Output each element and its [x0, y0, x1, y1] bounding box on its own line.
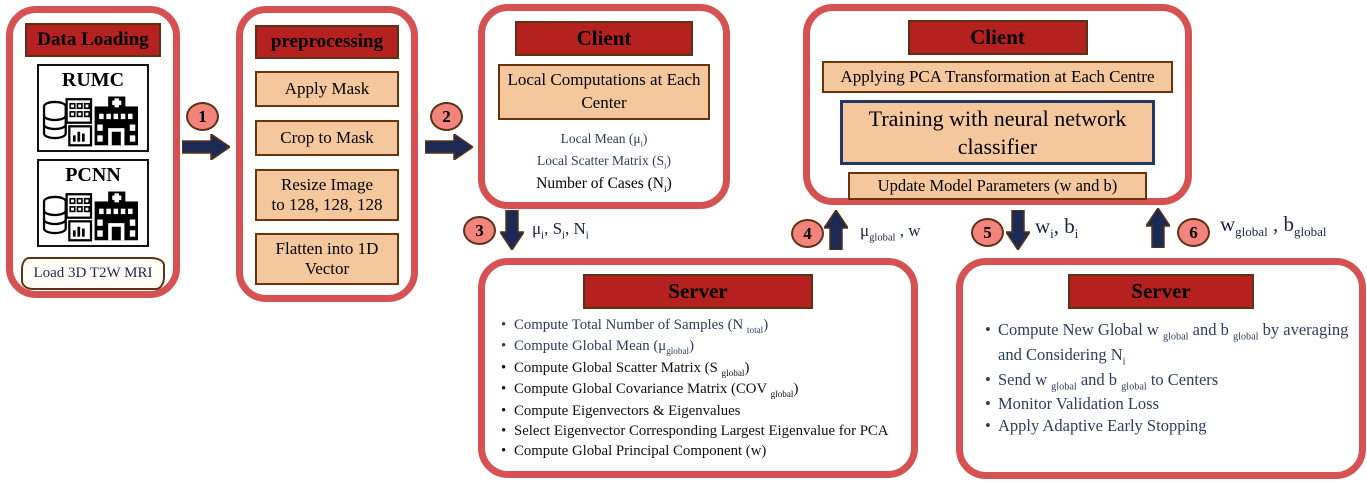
client-pca-block: Client Local Computations at Each Center… — [478, 4, 730, 209]
server-pca-bullet: Compute Global Principal Component (w) — [501, 441, 907, 461]
load-mri-note: Load 3D T2W MRI — [21, 257, 165, 290]
site-pcnn: PCNN — [37, 159, 149, 247]
server-pca-block: Server Compute Total Number of Samples (… — [478, 258, 918, 478]
connector-3-label: μi, Si, Ni — [532, 219, 589, 242]
step-resize-image: Resize Image to 128, 128, 128 — [255, 169, 399, 221]
connector-4-label: μglobal , w — [860, 221, 921, 244]
site-pcnn-label: PCNN — [65, 164, 121, 186]
server-pca-bullet: Compute Global Covariance Matrix (COV gl… — [501, 379, 907, 400]
data-loading-header: Data Loading — [25, 23, 161, 57]
training-neural-network-box: Training with neural network classifier — [840, 100, 1155, 165]
server-agg-bullet: Monitor Validation Loss — [985, 393, 1351, 415]
arrow-down-icon — [1006, 210, 1030, 250]
client-training-header: Client — [907, 20, 1088, 55]
hospital-database-icon — [39, 187, 147, 243]
preprocessing-block: preprocessing Apply Mask Crop to Mask Re… — [236, 6, 418, 302]
site-rumc-label: RUMC — [61, 69, 125, 91]
server-agg-header: Server — [1068, 274, 1254, 309]
step-4-badge: 4 — [791, 219, 824, 248]
step-6-badge: 6 — [1177, 218, 1210, 247]
server-pca-header: Server — [583, 274, 813, 309]
server-agg-bullet: Send w global and b global to Centers — [985, 369, 1351, 394]
connector-6-label: wglobal , bglobal — [1220, 212, 1327, 240]
update-parameters-box: Update Model Parameters (w and b) — [848, 172, 1147, 200]
server-pca-bullet: Compute Global Scatter Matrix (S global) — [501, 358, 907, 379]
arrow-right-icon — [425, 134, 473, 160]
preprocessing-header: preprocessing — [255, 25, 399, 59]
arrow-up-icon — [1146, 208, 1170, 248]
step-2-badge: 2 — [430, 102, 463, 131]
applying-pca-box: Applying PCA Transformation at Each Cent… — [822, 61, 1173, 93]
server-pca-bullet: Compute Global Mean (μglobal) — [501, 336, 907, 357]
arrow-up-icon — [824, 210, 848, 250]
local-scatter-line: Local Scatter Matrix (Si) — [537, 152, 671, 171]
step-3-badge: 3 — [463, 216, 496, 245]
client-pca-header: Client — [515, 21, 693, 56]
arrow-right-icon — [182, 134, 230, 160]
arrow-down-icon — [500, 210, 524, 250]
data-loading-block: Data Loading RUMC — [6, 6, 180, 298]
client-training-block: Client Applying PCA Transformation at Ea… — [803, 4, 1192, 205]
server-pca-bullet: Select Eigenvector Corresponding Largest… — [501, 421, 907, 441]
site-rumc: RUMC — [37, 64, 149, 152]
hospital-database-icon — [39, 92, 147, 148]
number-of-cases-line: Number of Cases (Ni) — [536, 174, 672, 195]
local-mean-line: Local Mean (μi) — [560, 130, 648, 149]
local-computations-box: Local Computations at Each Center — [498, 64, 710, 120]
step-1-badge: 1 — [186, 102, 219, 131]
server-agg-bullet: Apply Adaptive Early Stopping — [985, 415, 1351, 437]
connector-5-label: wi, bi — [1035, 214, 1079, 242]
server-pca-bullet: Compute Total Number of Samples (N total… — [501, 315, 907, 336]
server-agg-bullet: Compute New Global w global and b global… — [985, 319, 1351, 369]
step-crop-to-mask: Crop to Mask — [255, 120, 399, 156]
server-agg-block: Server Compute New Global w global and b… — [956, 258, 1366, 479]
step-flatten-vector: Flatten into 1D Vector — [255, 233, 399, 285]
step-apply-mask: Apply Mask — [255, 71, 399, 107]
server-pca-bullet: Compute Eigenvectors & Eigenvalues — [501, 401, 907, 421]
step-5-badge: 5 — [971, 218, 1004, 247]
